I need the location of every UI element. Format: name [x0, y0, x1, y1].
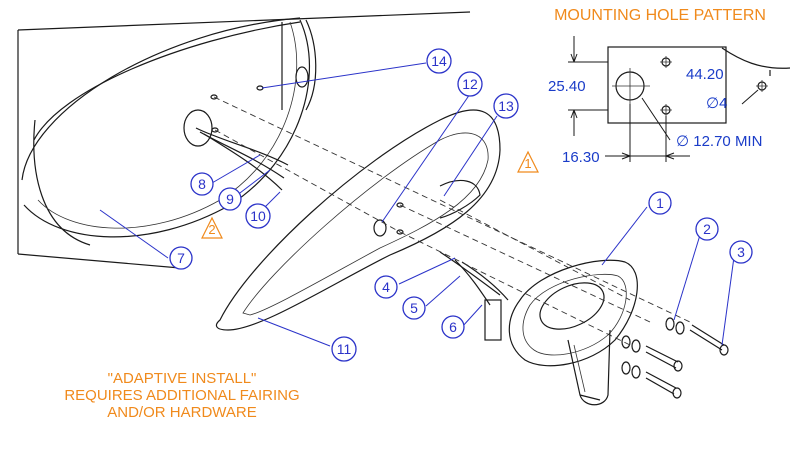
svg-text:1: 1	[656, 195, 664, 211]
mounting-hole-pattern: MOUNTING HOLE PATTERN 25.40 44.20 16.30 …	[548, 7, 791, 166]
balloon-9: 9	[218, 187, 242, 211]
svg-text:1: 1	[524, 156, 531, 171]
note-triangle-1: 1	[517, 150, 539, 173]
dim-small-hole: ∅4	[706, 95, 727, 112]
transducer	[508, 259, 638, 406]
balloon-10: 10	[245, 203, 271, 229]
svg-text:9: 9	[226, 191, 234, 207]
svg-text:2: 2	[208, 222, 215, 237]
balloon-8: 8	[190, 172, 214, 196]
balloon-5: 5	[402, 296, 426, 320]
assembly-centerlines	[213, 96, 691, 346]
balloon-7: 7	[169, 246, 193, 270]
svg-text:13: 13	[498, 98, 514, 114]
svg-text:12: 12	[462, 76, 478, 92]
adaptive-note-line3: AND/OR HARDWARE	[107, 404, 256, 421]
hardware	[621, 317, 729, 399]
svg-text:14: 14	[431, 53, 447, 69]
balloon-11: 11	[331, 336, 357, 362]
dim-vertical: 25.40	[548, 78, 586, 95]
svg-text:6: 6	[449, 319, 457, 335]
leader-lines	[99, 62, 735, 347]
cable-bundle-hull	[195, 127, 289, 191]
balloon-12: 12	[457, 71, 483, 97]
svg-text:3: 3	[737, 244, 745, 260]
svg-text:11: 11	[337, 341, 352, 357]
balloon-1: 1	[648, 191, 672, 215]
balloon-6: 6	[441, 315, 465, 339]
adaptive-note-line1: "ADAPTIVE INSTALL"	[108, 370, 257, 387]
adaptive-note-line2: REQUIRES ADDITIONAL FAIRING	[64, 387, 299, 404]
dim-horizontal-bottom: 16.30	[562, 149, 600, 166]
adaptive-install-note: "ADAPTIVE INSTALL" REQUIRES ADDITIONAL F…	[64, 370, 299, 421]
dim-large-hole: ∅ 12.70 MIN	[676, 133, 762, 150]
balloon-4: 4	[374, 275, 398, 299]
svg-text:2: 2	[703, 221, 711, 237]
fairing	[215, 109, 501, 331]
svg-text:10: 10	[250, 208, 266, 224]
svg-text:8: 8	[198, 176, 206, 192]
note-triangle-2: 2	[201, 216, 223, 239]
balloon-3: 3	[729, 240, 753, 264]
svg-text:5: 5	[410, 300, 418, 316]
svg-text:4: 4	[382, 279, 390, 295]
balloon-14: 14	[426, 48, 452, 74]
dim-horizontal-top: 44.20	[686, 66, 724, 83]
hull-section	[17, 11, 471, 269]
svg-text:7: 7	[177, 250, 185, 266]
balloon-2: 2	[695, 217, 719, 241]
balloon-13: 13	[493, 93, 519, 119]
mounting-hole-pattern-title: MOUNTING HOLE PATTERN	[554, 7, 766, 24]
